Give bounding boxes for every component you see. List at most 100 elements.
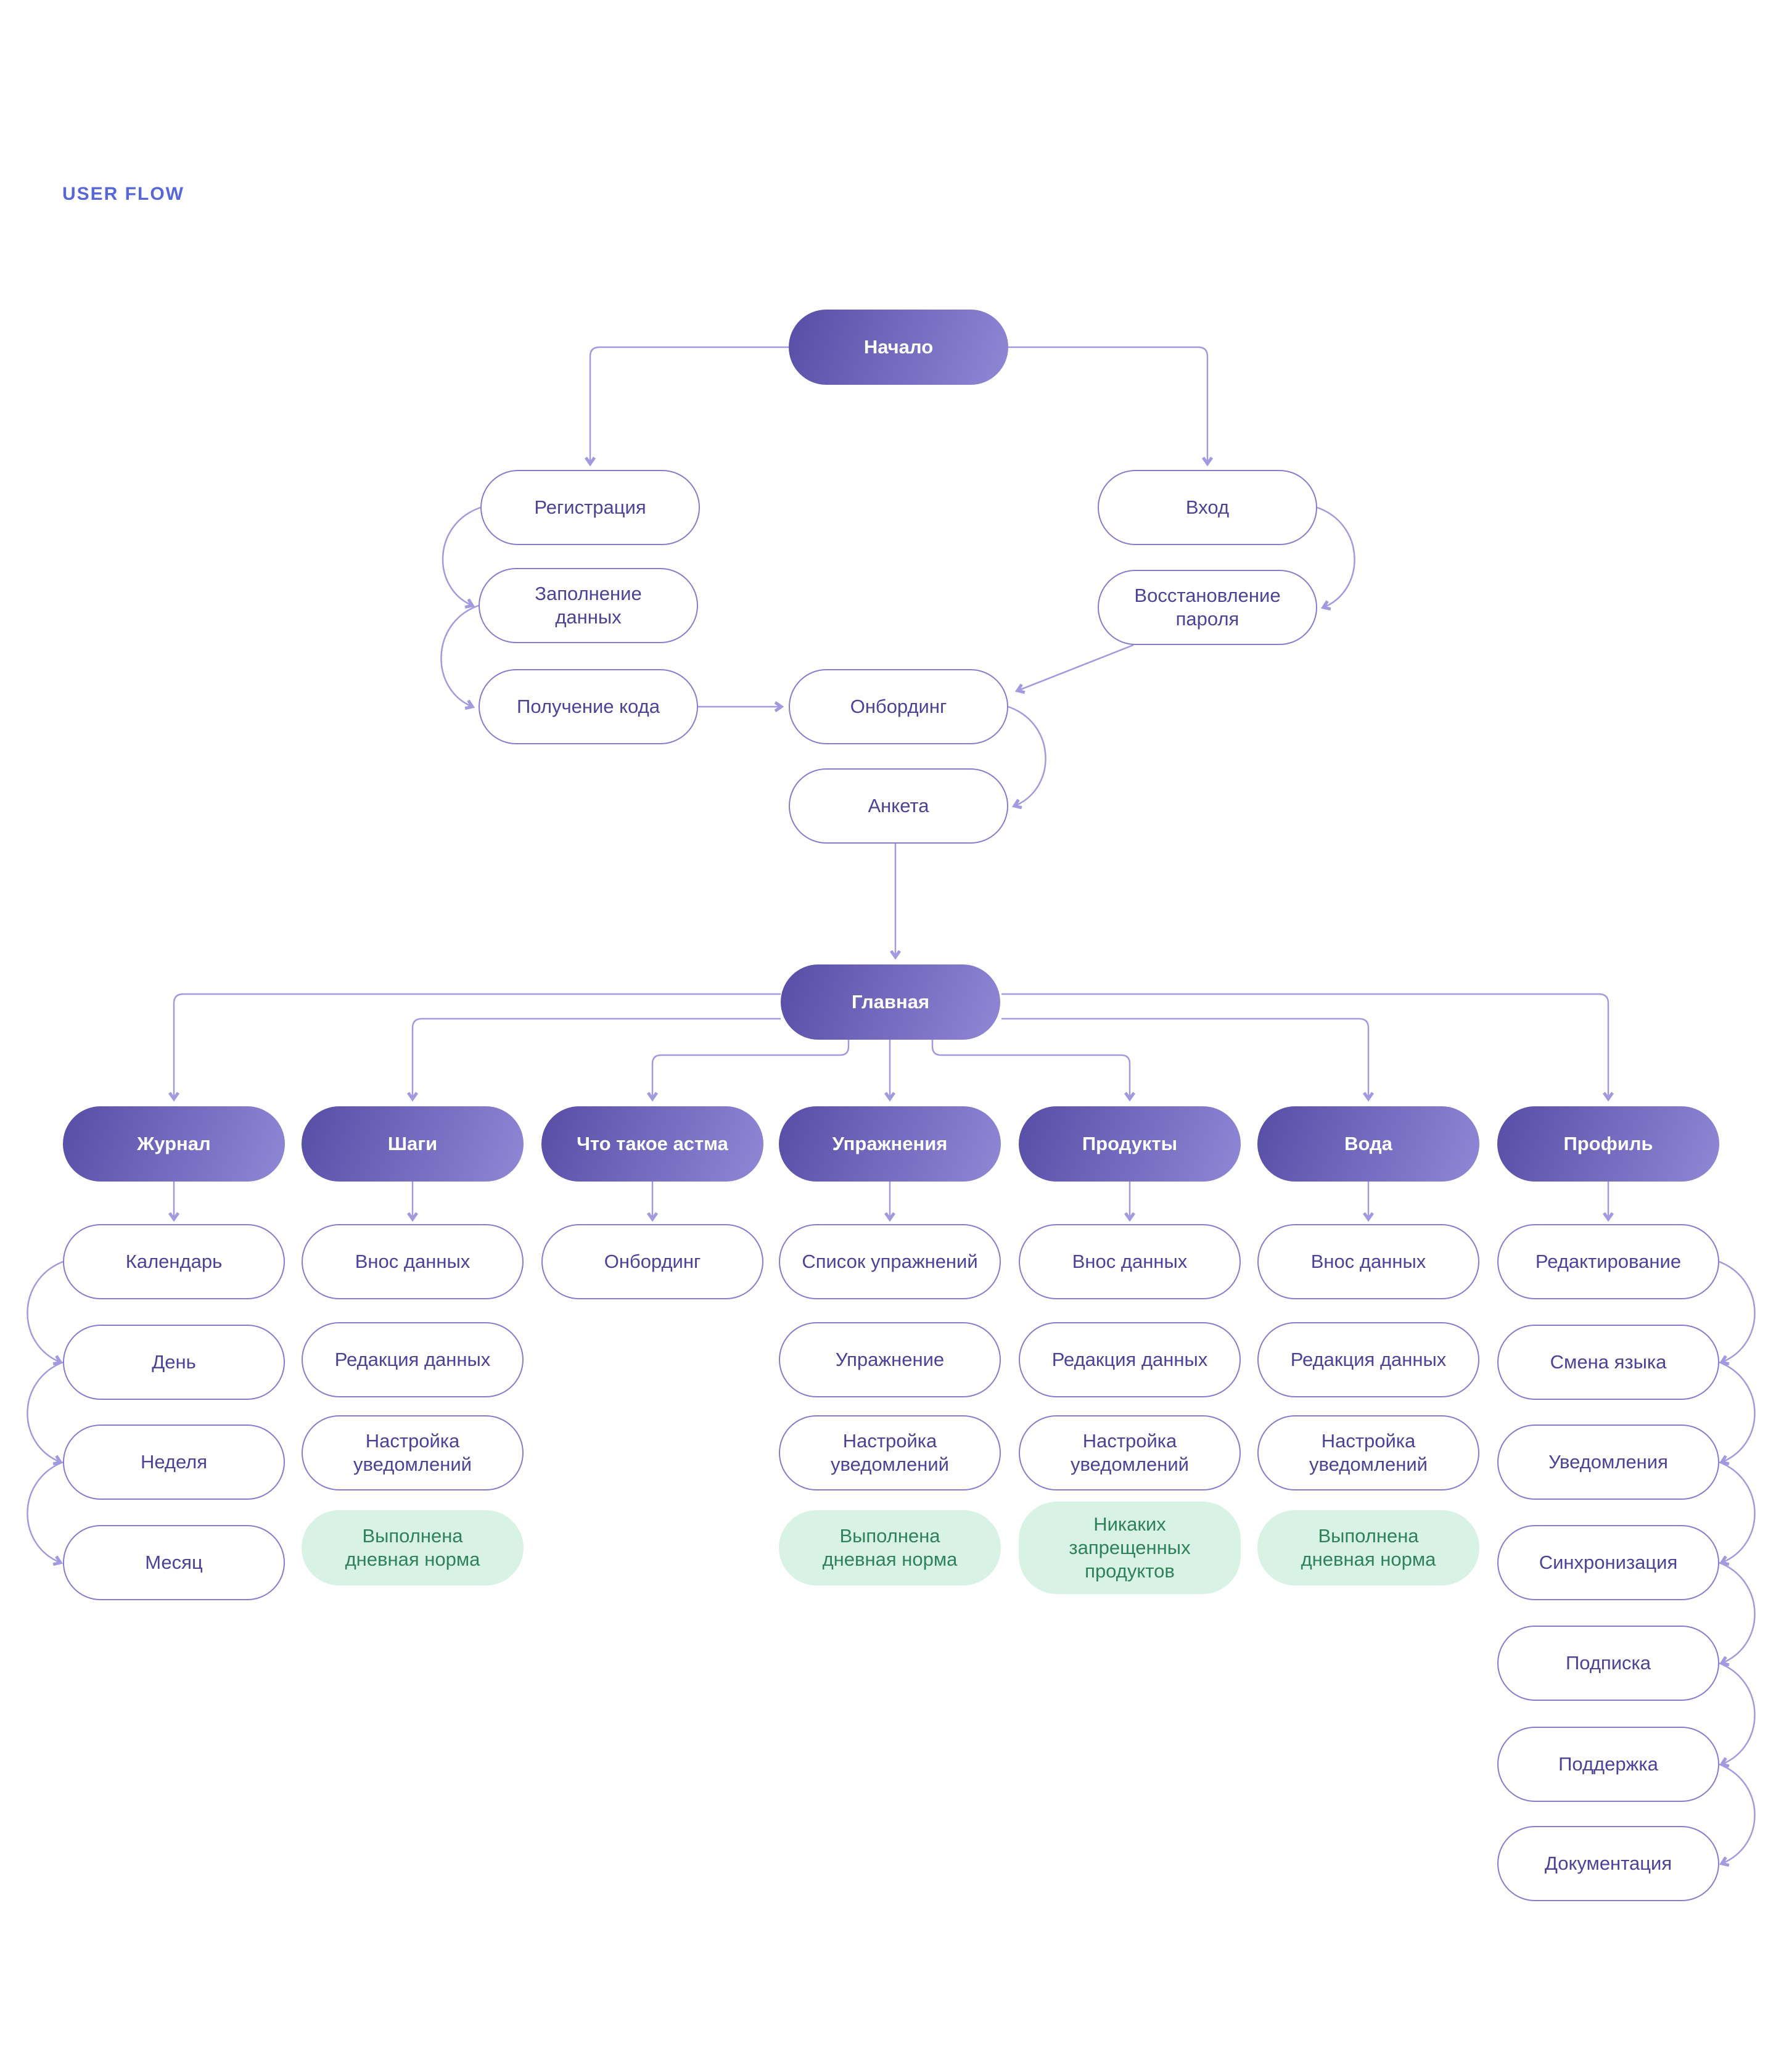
- node-exercises-notifications-label: Настройка уведомлений: [831, 1430, 949, 1475]
- connector-sync-subscription: [1719, 1561, 1756, 1667]
- node-water-edit: Редакция данных: [1257, 1322, 1479, 1397]
- connector-profileedit-language: [1719, 1260, 1756, 1366]
- node-exercises-daily-goal-label: Выполнена дневная норма: [822, 1525, 958, 1570]
- node-week-label: Неделя: [140, 1451, 208, 1473]
- connector-notifications-sync: [1719, 1461, 1756, 1566]
- page-title: USER FLOW: [62, 184, 184, 204]
- section-steps-label: Шаги: [387, 1133, 438, 1154]
- node-section-what-is-asthma: Что такое астма: [541, 1106, 763, 1182]
- node-subscription-label: Подписка: [1565, 1652, 1651, 1674]
- node-products-no-forbidden-label: Никаких запрещенных продуктов: [1069, 1513, 1191, 1582]
- node-section-water: Вода: [1257, 1106, 1479, 1182]
- connector-onboarding-survey: [1008, 705, 1046, 810]
- node-steps-edit: Редакция данных: [302, 1322, 524, 1397]
- connector-filldata-getcode: [440, 604, 479, 710]
- node-notifications-label: Уведомления: [1548, 1451, 1668, 1473]
- connector-subscription-support: [1719, 1662, 1756, 1768]
- section-journal-label: Журнал: [137, 1133, 211, 1154]
- node-steps-notifications: Настройка уведомлений: [302, 1415, 524, 1490]
- node-water-notifications: Настройка уведомлений: [1257, 1415, 1479, 1490]
- connector-start-login: [1008, 346, 1214, 467]
- node-sync: Синхронизация: [1497, 1525, 1719, 1600]
- section-exercises-label: Упражнения: [832, 1133, 948, 1154]
- node-exercise: Упражнение: [779, 1322, 1001, 1397]
- node-profile-edit-label: Редактирование: [1535, 1251, 1682, 1272]
- connector-main-asthma: [646, 1040, 850, 1102]
- node-steps-edit-label: Редакция данных: [334, 1349, 491, 1370]
- node-day: День: [63, 1325, 285, 1400]
- node-main-label: Главная: [851, 991, 930, 1013]
- node-onboarding: Онбординг: [789, 669, 1008, 744]
- node-steps-notifications-label: Настройка уведомлений: [353, 1430, 472, 1475]
- connector-main-steps: [406, 1018, 781, 1102]
- node-section-steps: Шаги: [302, 1106, 524, 1182]
- connector-main-journal: [168, 993, 781, 1102]
- node-language: Смена языка: [1497, 1325, 1719, 1400]
- node-water-daily-goal: Выполнена дневная норма: [1257, 1510, 1479, 1585]
- node-exercises-list: Список упражнений: [779, 1224, 1001, 1299]
- node-products-edit: Редакция данных: [1019, 1322, 1241, 1397]
- node-notifications: Уведомления: [1497, 1424, 1719, 1500]
- section-what-is-asthma-label: Что такое астма: [577, 1133, 728, 1154]
- node-login: Вход: [1098, 470, 1317, 545]
- node-subscription: Подписка: [1497, 1626, 1719, 1701]
- node-password-recovery-label: Восстановление пароля: [1134, 585, 1281, 630]
- connector-main-products: [931, 1040, 1136, 1102]
- connector-main-water: [1001, 1018, 1375, 1102]
- node-get-code-label: Получение кода: [517, 696, 660, 717]
- node-section-exercises: Упражнения: [779, 1106, 1001, 1182]
- node-products-notifications: Настройка уведомлений: [1019, 1415, 1241, 1490]
- connector-login-recovery: [1317, 506, 1355, 611]
- connector-start-registration: [584, 346, 789, 467]
- node-exercise-label: Упражнение: [835, 1349, 945, 1370]
- node-asthma-onboarding: Онбординг: [541, 1224, 763, 1299]
- node-day-label: День: [152, 1351, 196, 1373]
- connector-week-month: [27, 1461, 64, 1566]
- node-docs-label: Документация: [1544, 1852, 1672, 1874]
- node-language-label: Смена языка: [1550, 1351, 1667, 1373]
- node-start-label: Начало: [863, 336, 934, 358]
- node-month-label: Месяц: [145, 1552, 203, 1573]
- node-calendar-label: Календарь: [125, 1251, 223, 1272]
- node-fill-data: Заполнение данных: [479, 568, 698, 643]
- node-steps-input-label: Внос данных: [355, 1251, 471, 1272]
- node-section-profile: Профиль: [1497, 1106, 1719, 1182]
- node-steps-daily-goal-label: Выполнена дневная норма: [345, 1525, 480, 1570]
- node-steps-input: Внос данных: [302, 1224, 524, 1299]
- node-products-notifications-label: Настройка уведомлений: [1071, 1430, 1189, 1475]
- node-survey: Анкета: [789, 768, 1008, 844]
- node-products-edit-label: Редакция данных: [1051, 1349, 1208, 1370]
- node-steps-daily-goal: Выполнена дневная норма: [302, 1510, 524, 1585]
- node-start: Начало: [789, 310, 1008, 385]
- section-products-label: Продукты: [1082, 1133, 1178, 1154]
- node-password-recovery: Восстановление пароля: [1098, 570, 1317, 645]
- node-support-label: Поддержка: [1558, 1753, 1658, 1775]
- connector-day-week: [27, 1361, 64, 1466]
- node-water-daily-goal-label: Выполнена дневная норма: [1301, 1525, 1436, 1570]
- connector-main-profile: [1001, 993, 1614, 1102]
- connector-language-notifications: [1719, 1361, 1756, 1466]
- node-onboarding-label: Онбординг: [850, 696, 947, 717]
- connector-registration-filldata: [442, 506, 481, 609]
- node-products-input-label: Внос данных: [1072, 1251, 1188, 1272]
- node-section-journal: Журнал: [63, 1106, 285, 1182]
- connector-calendar-day: [27, 1260, 64, 1366]
- section-water-label: Вода: [1344, 1133, 1392, 1154]
- connector-recovery-onboarding: [1014, 644, 1134, 694]
- node-calendar: Календарь: [63, 1224, 285, 1299]
- connector-support-docs: [1719, 1763, 1756, 1867]
- node-main: Главная: [781, 964, 1000, 1040]
- node-sync-label: Синхронизация: [1539, 1552, 1678, 1573]
- node-fill-data-label: Заполнение данных: [535, 583, 642, 628]
- node-water-edit-label: Редакция данных: [1290, 1349, 1447, 1370]
- node-exercises-list-label: Список упражнений: [802, 1251, 978, 1272]
- node-docs: Документация: [1497, 1826, 1719, 1901]
- node-week: Неделя: [63, 1424, 285, 1500]
- node-water-input-label: Внос данных: [1310, 1251, 1426, 1272]
- section-profile-label: Профиль: [1563, 1133, 1653, 1154]
- node-section-products: Продукты: [1019, 1106, 1241, 1182]
- node-get-code: Получение кода: [479, 669, 698, 744]
- node-registration: Регистрация: [480, 470, 700, 545]
- node-products-input: Внос данных: [1019, 1224, 1241, 1299]
